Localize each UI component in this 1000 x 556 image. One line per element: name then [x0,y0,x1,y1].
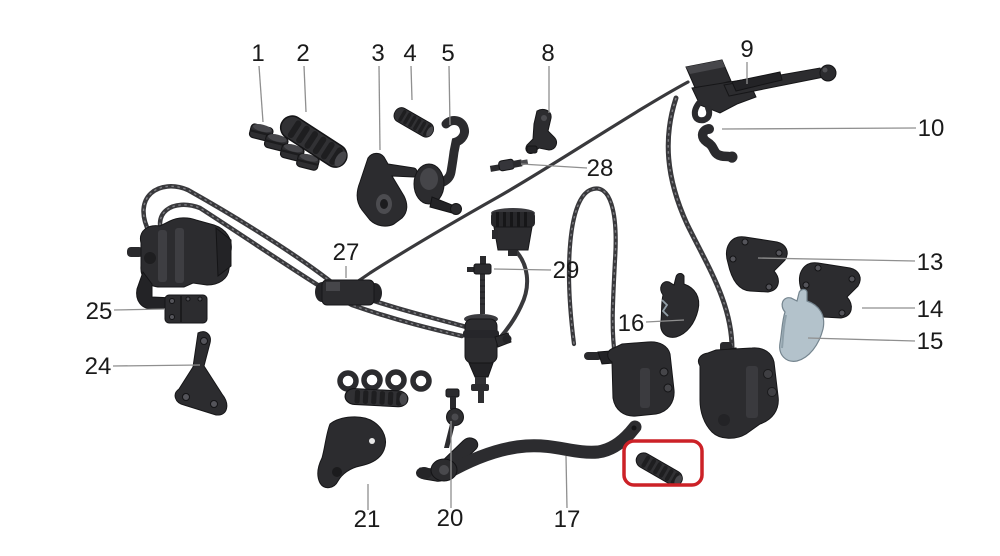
callout-label-1[interactable]: 1 [251,40,264,67]
part-27-junction-block[interactable] [315,279,382,306]
callout-leader-13 [757,257,916,262]
front-caliper-right [697,342,779,439]
callout-label-3[interactable]: 3 [371,40,384,67]
callout-label-24[interactable]: 24 [85,353,112,380]
rear-brake-caliper [127,217,232,310]
callout-label-9[interactable]: 9 [740,36,753,63]
callout-leader-28 [520,163,588,169]
callout-leader-17 [565,455,568,509]
callout-label-21[interactable]: 21 [354,506,381,533]
highlighted-part-pedal-rubber[interactable] [632,449,686,490]
callout-leader-29 [493,268,552,271]
part-9-front-master-cylinder[interactable] [685,59,837,124]
callout-label-2[interactable]: 2 [296,40,309,67]
brake-hoses [141,80,735,359]
callout-label-10[interactable]: 10 [918,115,945,142]
callout-label-28[interactable]: 28 [587,155,614,182]
part-28-fitting[interactable] [489,156,529,172]
callout-label-8[interactable]: 8 [541,40,554,67]
part-15-brake-pad[interactable] [779,288,825,362]
front-caliper-left [584,341,675,417]
rear-brake-hose-upper-braid [143,185,467,328]
washer-set [337,369,432,392]
part-13-caliper-plate[interactable] [726,236,788,293]
reservoir-hose [497,246,530,341]
part-8-bracket[interactable] [525,108,557,154]
part-25-mount-plate[interactable] [164,294,208,324]
part-3-footpeg-bracket[interactable] [356,152,418,227]
callout-label-17[interactable]: 17 [554,506,581,533]
front-hose-right-braid [667,97,733,353]
rear-brake-hose-lower-braid [159,204,463,337]
callout-label-27[interactable]: 27 [333,239,360,266]
part-29-fitting[interactable] [467,256,492,314]
callout-label-25[interactable]: 25 [86,298,113,325]
callout-leader-3 [378,65,381,151]
part-10-clamp[interactable] [697,124,738,163]
callout-leader-15 [807,337,916,342]
callout-label-15[interactable]: 15 [917,328,944,355]
callout-leader-1 [258,65,264,123]
callout-leader-24 [112,364,201,367]
grip-rubber [344,387,409,408]
callout-label-20[interactable]: 20 [437,505,464,532]
front-hose-loop-braid [568,187,617,357]
callout-label-29[interactable]: 29 [553,257,580,284]
callout-leader-2 [303,65,307,113]
callout-leader-25 [113,308,166,311]
callout-leader-16 [645,319,685,323]
part-4-rubber-pad[interactable] [390,104,437,141]
callout-leader-4 [410,65,413,101]
part-16-brake-pad[interactable] [660,273,700,338]
rear-master-cylinder-assembly [463,208,535,403]
front-brake-hose-long [343,80,690,292]
selection-highlight-box [622,439,704,487]
part-21-heel-guard[interactable] [317,416,387,489]
part-5-side-stand[interactable] [413,116,469,215]
part-24-support-bracket[interactable] [174,331,228,416]
callout-leader-5 [448,65,451,126]
callout-label-5[interactable]: 5 [441,40,454,67]
callout-label-4[interactable]: 4 [403,40,416,67]
callout-leader-10 [721,127,917,130]
callout-label-14[interactable]: 14 [917,296,944,323]
callout-label-13[interactable]: 13 [917,249,944,276]
callout-label-16[interactable]: 16 [618,310,645,337]
